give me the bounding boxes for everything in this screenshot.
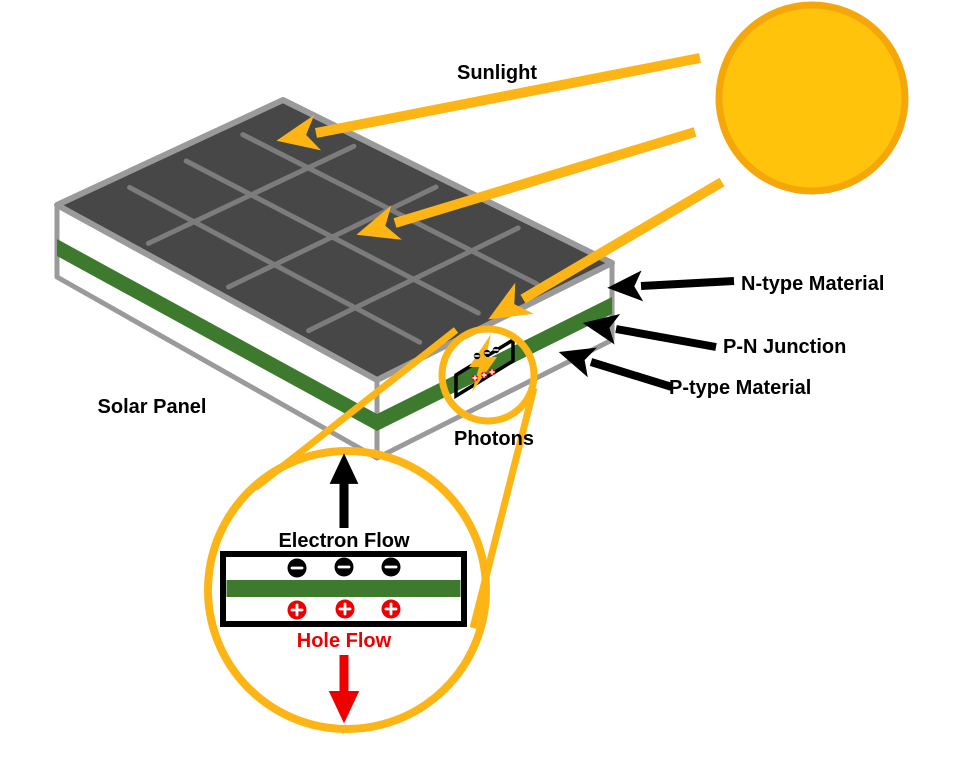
solar-panel-label: Solar Panel bbox=[98, 396, 207, 418]
freed-holes-small bbox=[471, 368, 496, 382]
layer-label-arrows bbox=[558, 270, 735, 391]
sunlight-label: Sunlight bbox=[457, 62, 537, 84]
p-type-label: P-type Material bbox=[669, 377, 811, 399]
magnifier-callout bbox=[204, 325, 538, 733]
sun-ray-top bbox=[276, 53, 701, 151]
pn-junction-layer-left bbox=[57, 239, 377, 431]
p-type-arrow bbox=[558, 347, 674, 391]
electron-flow-label: Electron Flow bbox=[278, 530, 410, 552]
hole-flow-label: Hole Flow bbox=[297, 630, 392, 652]
freed-electrons-small bbox=[473, 346, 500, 360]
n-type-label: N-type Material bbox=[741, 273, 884, 295]
pn-junction-layer-right bbox=[377, 297, 612, 431]
pn-junction-arrow bbox=[582, 314, 717, 351]
photons-label: Photons bbox=[454, 428, 534, 450]
lightning-bolt-icon bbox=[469, 334, 497, 392]
hole-symbols bbox=[287, 599, 401, 620]
pn-junction-label: P-N Junction bbox=[723, 336, 846, 358]
sun-icon bbox=[715, 1, 909, 195]
junction-magnified-view: Electron Flow Hole Flow bbox=[220, 453, 467, 724]
sun-ray-bottom bbox=[488, 177, 725, 320]
photon-impact-detail bbox=[454, 334, 515, 400]
pn-junction-band-magnified bbox=[226, 580, 461, 597]
zoom-circle-small bbox=[438, 325, 538, 425]
sunlight-rays bbox=[276, 53, 725, 320]
sun-ray-middle bbox=[356, 127, 697, 240]
n-type-arrow bbox=[607, 270, 735, 302]
zoom-circle-large bbox=[204, 447, 490, 733]
electron-symbols bbox=[287, 557, 401, 578]
